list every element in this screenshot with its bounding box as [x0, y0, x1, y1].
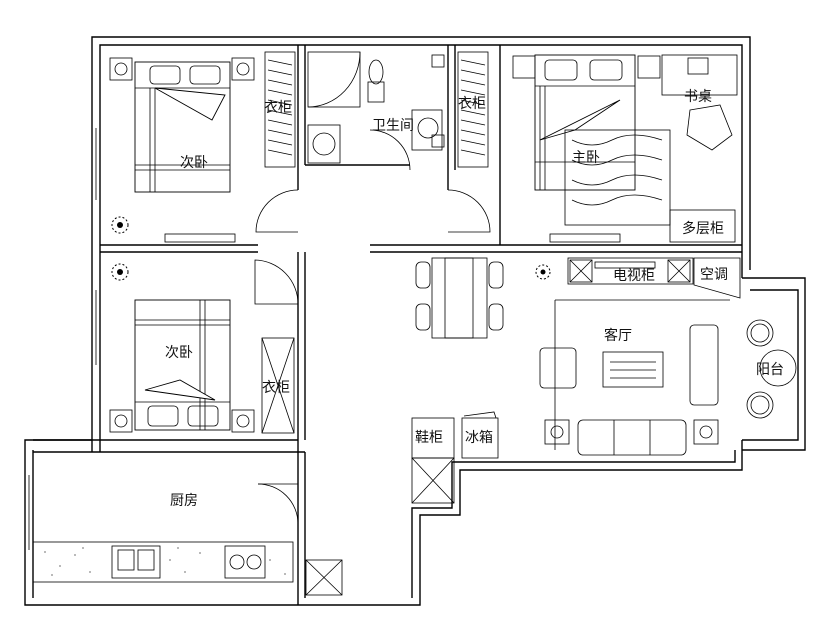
shelf — [669, 209, 736, 243]
plant-icon — [111, 263, 129, 281]
furniture-label: 书桌 — [684, 89, 712, 105]
bathroom: 卫生间 — [307, 51, 445, 164]
interior-walls — [33, 45, 742, 605]
furniture-label: 衣柜 — [262, 380, 290, 396]
sink — [411, 109, 443, 151]
wardrobe — [264, 51, 296, 168]
bedroom-top-left: 次卧 衣柜 — [109, 51, 296, 243]
stove — [224, 545, 266, 579]
aircon — [693, 257, 741, 299]
room-label: 客厅 — [604, 327, 632, 344]
sink — [111, 545, 161, 579]
balcony-chair — [746, 319, 774, 347]
master-bedroom: 衣柜 主卧 书桌 多层柜 — [457, 51, 738, 243]
coffee-table — [602, 351, 664, 388]
counter — [32, 541, 294, 583]
nightstand — [109, 409, 133, 433]
washing-machine — [307, 124, 341, 164]
plant-icon — [535, 264, 551, 280]
furniture-label: 冰箱 — [465, 430, 493, 446]
furniture-label: 衣柜 — [458, 96, 486, 112]
room-label: 卫生间 — [372, 118, 414, 134]
nightstand — [231, 57, 255, 81]
fridge — [461, 417, 499, 459]
sofa-side — [689, 324, 719, 406]
furniture-label: 衣柜 — [264, 100, 292, 116]
armchair — [539, 347, 577, 389]
balcony-table — [759, 349, 797, 387]
sofa — [577, 419, 687, 456]
room-label: 厨房 — [170, 493, 198, 509]
tv-cabinet — [567, 257, 694, 285]
rug — [564, 129, 671, 226]
room-label: 主卧 — [572, 150, 600, 166]
balcony: 阳台 — [746, 319, 797, 419]
dining-table — [431, 257, 488, 339]
chair — [686, 104, 733, 151]
nightstand — [637, 55, 661, 79]
bed — [134, 61, 231, 193]
furniture-label: 电视柜 — [613, 268, 655, 284]
nightstand — [231, 409, 255, 433]
furniture-label: 空调 — [700, 267, 728, 283]
desk — [661, 54, 738, 96]
furniture-label: 多层柜 — [682, 220, 724, 237]
living-room: 客厅 电视柜 空调 — [415, 257, 741, 456]
nightstand — [512, 55, 536, 79]
shower — [307, 51, 361, 108]
toilet — [368, 59, 384, 85]
wardrobe — [261, 337, 295, 434]
plant-icon — [111, 216, 129, 234]
wardrobe — [457, 51, 489, 168]
room-label: 阳台 — [756, 362, 784, 378]
bedroom-lower-left: 次卧 衣柜 — [109, 263, 295, 434]
furniture-label: 鞋柜 — [415, 430, 443, 446]
bed — [134, 299, 231, 431]
room-label: 次卧 — [165, 345, 193, 361]
balcony-chair — [746, 391, 774, 419]
kitchen: 厨房 — [32, 493, 343, 596]
nightstand — [109, 57, 133, 81]
entry: 鞋柜 冰箱 — [411, 411, 499, 504]
room-label: 次卧 — [180, 155, 208, 171]
